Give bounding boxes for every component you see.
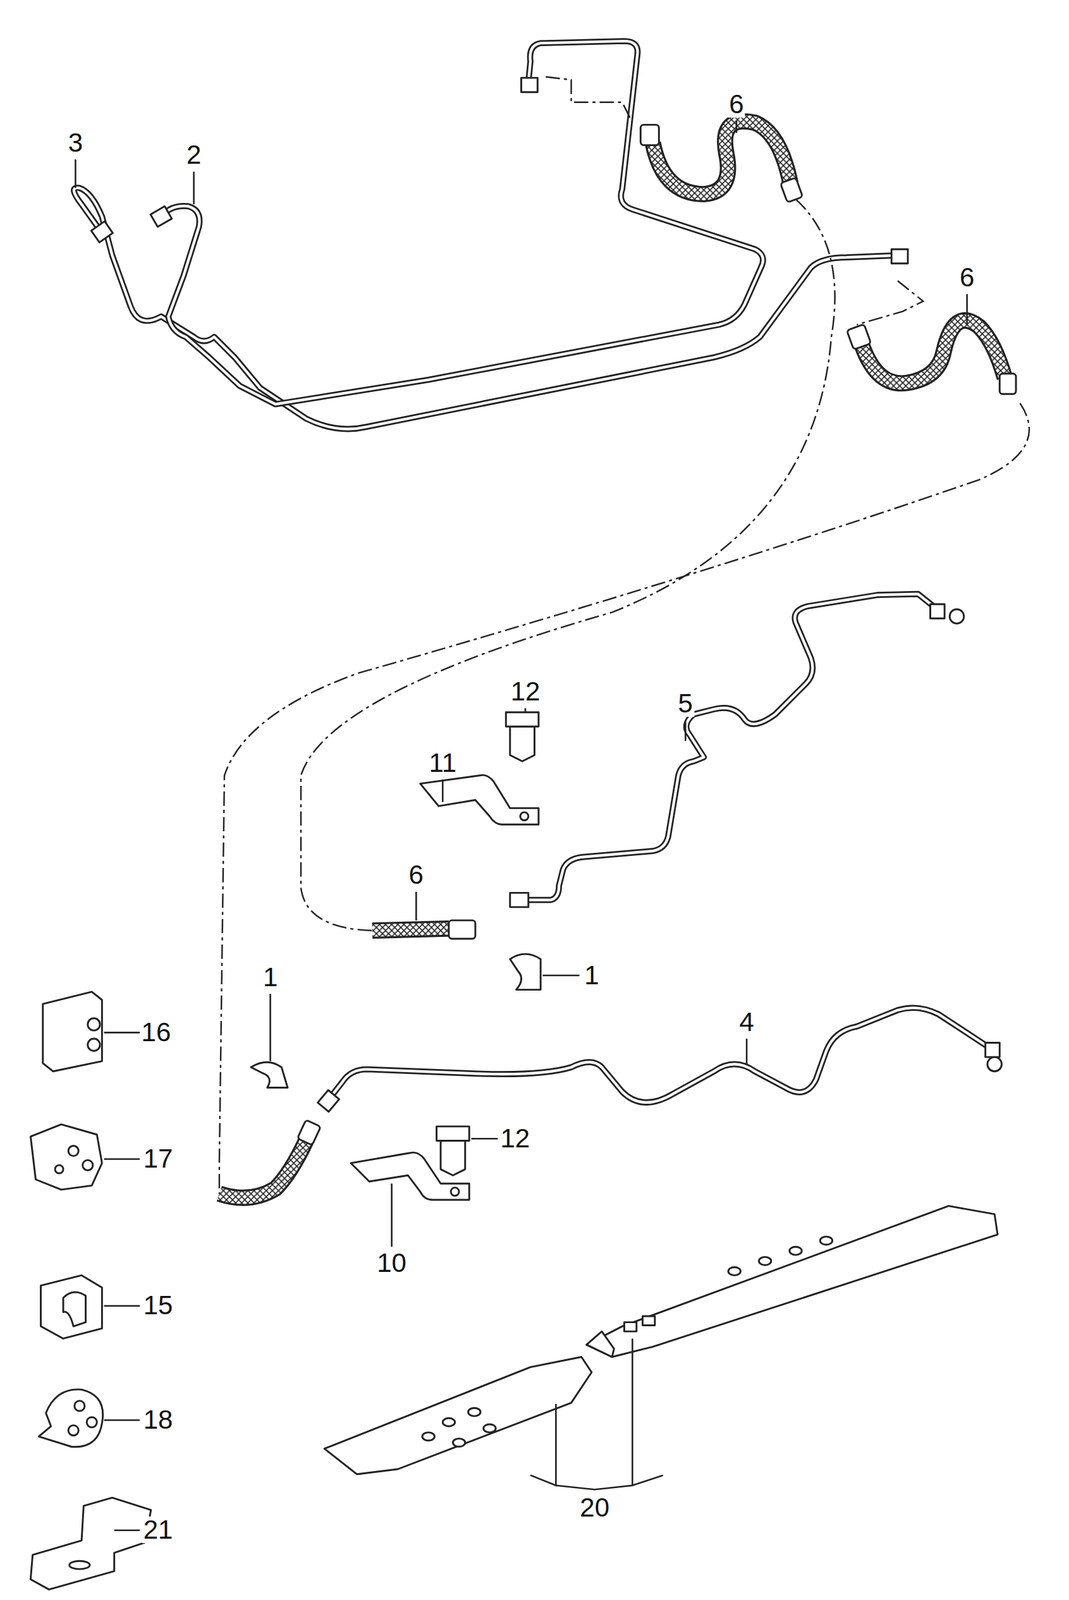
callout-number: 12	[509, 678, 542, 705]
callout-number: 15	[142, 1292, 175, 1319]
callout-number: 21	[142, 1516, 175, 1544]
callout-number: 16	[140, 1019, 173, 1046]
callout-number: 6	[958, 264, 976, 291]
callout-number: 5	[677, 690, 695, 717]
callout-number: 2	[185, 141, 203, 169]
callout-number: 3	[67, 129, 85, 157]
callout-number: 11	[427, 749, 458, 777]
callout-number: 12	[498, 1125, 532, 1152]
callout-number: 6	[727, 91, 745, 118]
callout-number: 18	[142, 1406, 175, 1434]
callout-number: 17	[142, 1145, 175, 1173]
callout-number: 1	[582, 962, 600, 989]
callout-number: 10	[375, 1249, 408, 1277]
callout-number: 1	[261, 964, 279, 991]
callout-number: 6	[407, 861, 425, 889]
callout-number: 4	[737, 1008, 755, 1036]
callout-number: 20	[578, 1494, 611, 1522]
